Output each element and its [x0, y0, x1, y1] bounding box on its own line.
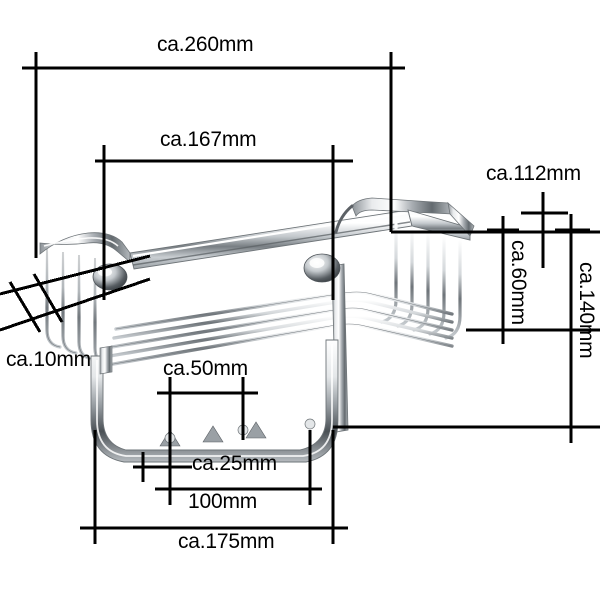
- right-rear-arch: [334, 204, 354, 234]
- dim-112-geometry: [521, 192, 568, 268]
- dimension-label-basket-height: ca.60mm: [507, 240, 530, 325]
- dimension-label-hook-spacing-small: ca.25mm: [192, 452, 277, 475]
- dim-260-geometry: [22, 52, 405, 258]
- right-frame-top-band: [447, 201, 475, 237]
- dim-140-geometry: [555, 214, 590, 443]
- dimension-lines: [0, 52, 600, 544]
- dim-25-geometry: [133, 452, 192, 482]
- left-bracket-highlight: [43, 237, 119, 247]
- top-front-rail-shadow: [132, 221, 411, 266]
- hook-nubs: [159, 418, 316, 447]
- dim-50-geometry: [157, 377, 258, 505]
- dim-167-geometry: [95, 145, 353, 300]
- dimension-label-hook-spacing-large: ca.50mm: [163, 357, 248, 380]
- dimension-label-wire-gap: ca.10mm: [6, 348, 91, 371]
- front-hook-rail: [90, 339, 339, 463]
- left-mount-bracket: [39, 232, 131, 263]
- front-hook-rail-highlight: [96, 344, 333, 457]
- dim-175-geometry: [80, 430, 348, 544]
- dim-60-geometry: [487, 216, 519, 344]
- dim-10-leaders: [0, 254, 151, 333]
- dimension-label-depth-overall: ca.175mm: [178, 530, 275, 553]
- dimension-label-width-overall: ca.260mm: [157, 33, 254, 56]
- rear-wire-cage: [248, 239, 302, 305]
- center-mount-knob: [303, 253, 341, 283]
- left-drop-connector: [99, 345, 113, 375]
- center-mount-knob-highlight: [309, 258, 325, 268]
- dimension-label-mount-hole-spacing: 100mm: [188, 490, 258, 513]
- top-front-rail-highlight: [132, 211, 408, 258]
- dimension-label-depth-top: ca.112mm: [486, 162, 581, 185]
- dim-100-geometry: [155, 430, 322, 505]
- dimension-label-total-height: ca.140mm: [575, 262, 598, 359]
- dimension-label-width-basket: ca.167mm: [160, 128, 257, 151]
- product-illustration: [39, 197, 475, 463]
